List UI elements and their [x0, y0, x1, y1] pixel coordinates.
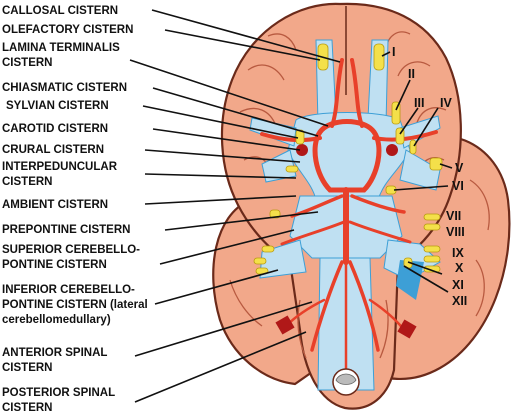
vertebral-stump-right [397, 319, 417, 339]
label-lamina-terminalis-cistern: LAMINA TERMINALIS CISTERN [2, 42, 123, 69]
nerve-label-IV: IV [440, 96, 452, 110]
nerve-labels: I II III IV V VI VII VIII IX X XI XII [392, 45, 467, 308]
crural-cistern-right [399, 149, 441, 191]
superior-cerebellar-artery-right [348, 220, 412, 244]
label-superior-cerebellopontine-cistern: SUPERIOR CEREBELLO- PONTINE CISTERN [2, 244, 143, 271]
circle-of-willis [312, 119, 382, 193]
label-interpeduncular-cistern: INTERPEDUNCULAR CISTERN [2, 161, 120, 188]
nerve-label-XII: XII [452, 294, 467, 308]
label-callosal-cistern: CALLOSAL CISTERN [2, 5, 118, 17]
cistern-labels: CALLOSAL CISTERN OLEFACTORY CISTERN LAMI… [2, 5, 151, 414]
nerve-label-II: II [408, 67, 415, 81]
vertebral-artery-right [348, 260, 380, 352]
arteries [260, 58, 438, 372]
middle-cerebral-artery-left [260, 132, 322, 143]
carotid-stump-right [386, 144, 398, 156]
label-chiasmatic-cistern: CHIASMATIC CISTERN [2, 82, 127, 94]
label-prepontine-cistern: PREPONTINE CISTERN [2, 224, 130, 236]
olfactory-bulb-right [373, 43, 385, 71]
vertebral-artery-left [310, 260, 344, 352]
label-posterior-spinal-cistern: POSTERIOR SPINAL CISTERN [2, 387, 118, 414]
cranial-nerves [253, 43, 443, 275]
nerve-label-VI: VI [452, 179, 464, 193]
nerve-left-1 [285, 165, 299, 173]
nerve-left-3 [261, 245, 275, 253]
nerve-label-X: X [455, 261, 464, 275]
glossopharyngeal-nerve [423, 245, 441, 253]
nerve-label-VII: VII [446, 209, 461, 223]
nerve-left-4 [253, 257, 267, 265]
superior-cerebellar-artery-left [280, 220, 346, 246]
trochlear-nerve [409, 139, 417, 155]
spinal-cord-section [332, 368, 360, 396]
nerve-label-V: V [455, 161, 464, 175]
nerve-label-XI: XI [452, 278, 464, 292]
label-anterior-spinal-cistern: ANTERIOR SPINAL CISTERN [2, 347, 110, 374]
label-inferior-cerebellopontine-cistern: INFERIOR CEREBELLO- PONTINE CISTERN (lat… [2, 284, 151, 326]
label-carotid-cistern: CAROTID CISTERN [2, 123, 108, 135]
leader-lines [129, 9, 453, 403]
facial-nerve [423, 213, 441, 221]
label-ambient-cistern: AMBIENT CISTERN [2, 199, 108, 211]
nerve-label-I: I [392, 45, 395, 59]
label-crural-cistern: CRURAL CISTERN [2, 144, 104, 156]
middle-cerebral-artery-right [372, 130, 438, 142]
vestibulocochlear-nerve [423, 223, 441, 231]
label-olfactory-cistern: OLEFACTORY CISTERN [2, 24, 133, 36]
vagus-nerve [423, 255, 441, 263]
nerve-label-VIII: VIII [446, 225, 465, 239]
accessory-nerve [423, 265, 441, 273]
nerve-label-III: III [414, 96, 424, 110]
posterior-cerebral-artery-right [350, 194, 406, 214]
vertebral-stump-left [275, 315, 295, 335]
label-sylvian-cistern: SYLVIAN CISTERN [6, 100, 109, 112]
cerebellopontine-right-dark [396, 260, 424, 300]
carotid-stump-left [296, 144, 308, 156]
nerve-label-IX: IX [452, 246, 464, 260]
